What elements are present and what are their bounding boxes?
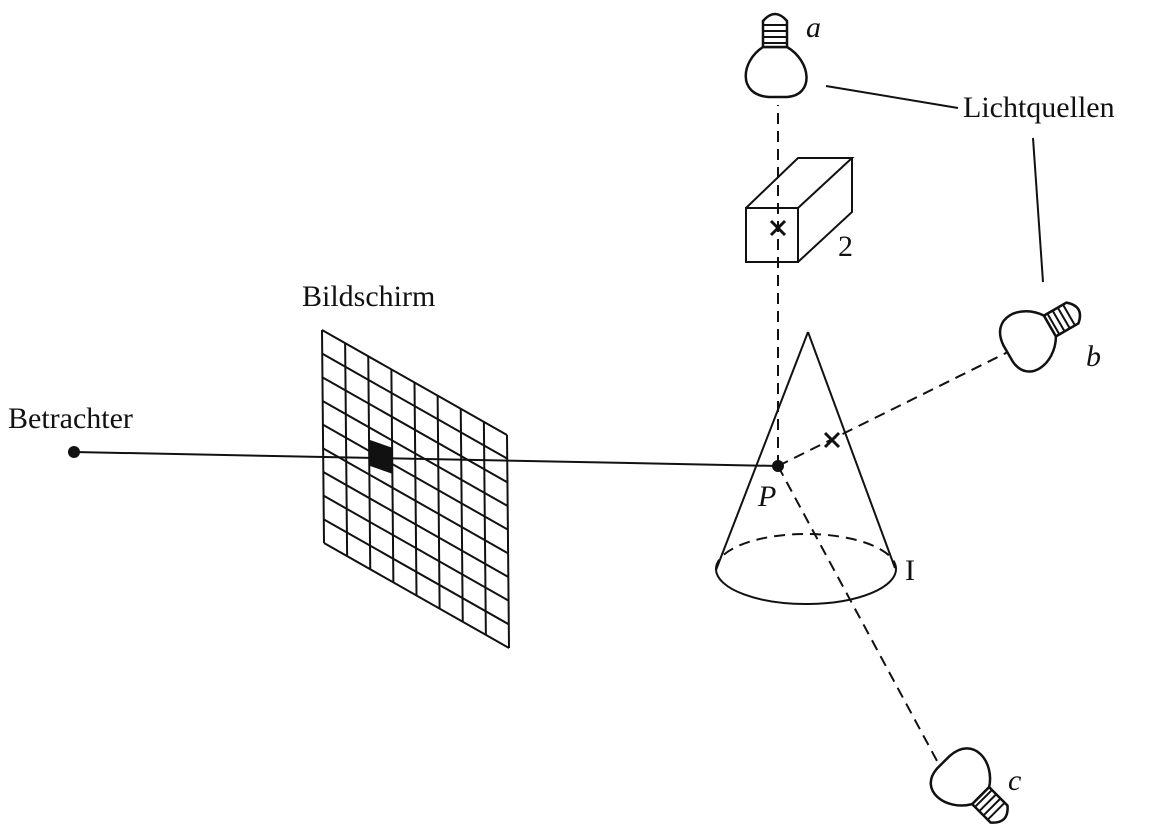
- grid-row-line: [322, 471, 509, 578]
- grid-column-line: [482, 421, 487, 635]
- highlighted-pixel: [370, 440, 393, 474]
- screen-label: Bildschirm: [302, 280, 435, 313]
- grid-row-line: [321, 352, 508, 460]
- cross-mark-box: [769, 219, 787, 237]
- cross-mark-cone: [823, 431, 841, 449]
- intersection-point-p: [772, 460, 784, 472]
- grid-row-line: [321, 329, 508, 436]
- grid-column-line: [344, 343, 349, 557]
- light-a-label: a: [806, 11, 821, 44]
- grid-row-line: [321, 376, 508, 484]
- screen-grid: [321, 329, 510, 649]
- box-object: [745, 157, 855, 263]
- light-bulb-b-icon: [998, 301, 1082, 373]
- ray-to-light-c: [777, 465, 951, 786]
- cone-object: [714, 331, 898, 605]
- light-bulb-a-icon: [744, 12, 808, 99]
- grid-row-line: [323, 494, 510, 602]
- grid-row-line: [323, 542, 510, 649]
- viewer-label: Betrachter: [8, 402, 133, 435]
- grid-row-line: [322, 447, 509, 555]
- light-sources-label: Lichtquellen: [963, 91, 1115, 124]
- grid-column-line: [459, 408, 464, 622]
- grid-column-line: [413, 382, 418, 596]
- grid-column-line: [367, 356, 372, 570]
- grid-column-line: [436, 395, 441, 609]
- light-c-label: c: [1008, 764, 1021, 797]
- grid-row-line: [322, 423, 509, 531]
- viewer-ray: [73, 451, 779, 467]
- grid-column-line: [506, 434, 510, 649]
- leader-line-a: [825, 85, 959, 109]
- leader-line-b: [1032, 137, 1044, 283]
- grid-column-line: [390, 369, 395, 583]
- point-p-label: P: [757, 480, 776, 513]
- viewer-point: [68, 446, 80, 458]
- object-1-label: I: [905, 554, 915, 587]
- grid-row-line: [322, 400, 509, 507]
- light-bulb-c-icon: [929, 747, 1009, 824]
- grid-row-line: [323, 518, 510, 626]
- grid-column-line: [321, 329, 325, 544]
- light-b-label: b: [1086, 340, 1101, 373]
- ray-to-light-b: [777, 349, 1013, 467]
- object-2-label: 2: [838, 230, 853, 263]
